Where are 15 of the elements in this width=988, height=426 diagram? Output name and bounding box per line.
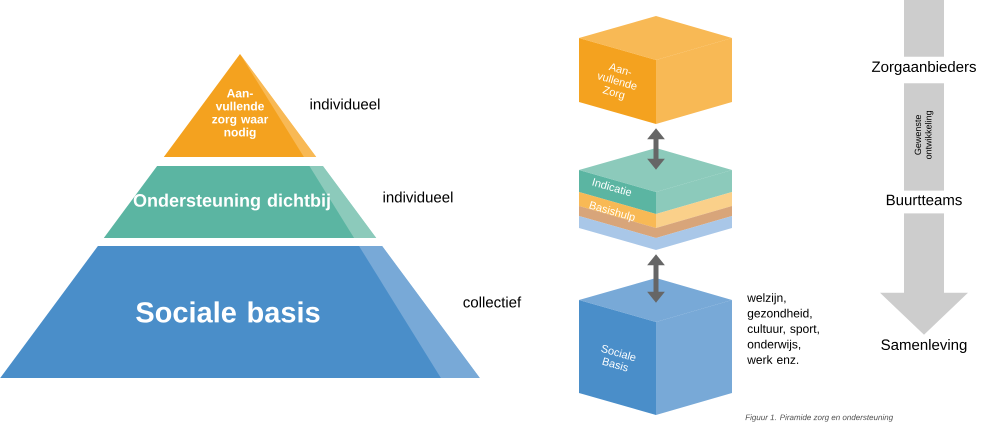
side-label: individueel	[310, 98, 380, 110]
arrow	[880, 213, 968, 335]
stage-label: Zorgaanbieders	[872, 61, 976, 75]
node-label: Aan- vullende Zorg	[598, 63, 636, 101]
edge-label: Gewenste ontwikkeling	[914, 102, 934, 167]
side-label: collectief	[463, 296, 522, 308]
caption: Figuur 1. Piramide zorg en ondersteuning	[745, 414, 894, 422]
cube: Sociale Basis	[579, 278, 732, 415]
cube: Aan- vullende Zorg	[579, 16, 732, 124]
stage-label: Samenleving	[881, 339, 966, 353]
side-label: individueel	[384, 192, 452, 202]
connector-bar	[904, 0, 944, 57]
pyramid-tier: Ondersteuning dichtbij	[104, 166, 376, 238]
stage-label: Buurtteams	[886, 194, 962, 206]
side-text: welzijn, gezondheid, cultuur, sport, onderwijs, werk enz.	[747, 293, 819, 364]
